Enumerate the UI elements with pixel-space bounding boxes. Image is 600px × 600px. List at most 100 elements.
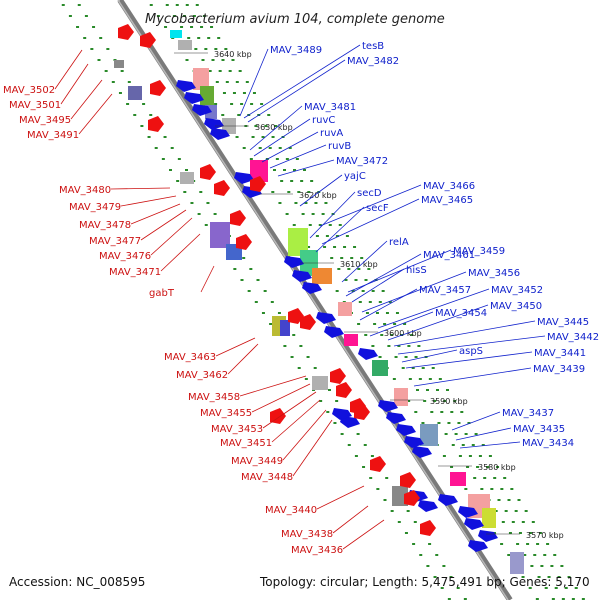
track-dot — [378, 356, 382, 358]
track-dot — [451, 444, 455, 446]
track-dot — [371, 290, 375, 292]
right-gene-label: MAV_3437 — [502, 408, 554, 419]
track-dot — [222, 92, 226, 94]
track-dot — [362, 466, 366, 468]
track-dot — [414, 356, 418, 358]
track-dot — [454, 433, 458, 435]
right-gene-label: relA — [389, 237, 409, 248]
right-leader-line — [249, 105, 303, 151]
track-dot — [283, 169, 286, 171]
track-dot — [392, 378, 396, 380]
track-dot — [261, 136, 265, 138]
track-dot — [68, 15, 72, 17]
track-dot — [417, 345, 421, 347]
track-dot — [240, 103, 244, 105]
forward-gene-arrow — [370, 456, 386, 472]
track-dot — [547, 576, 551, 578]
right-gene-label: MAV_3445 — [537, 317, 589, 328]
track-dot — [190, 202, 194, 204]
track-dot — [213, 213, 217, 215]
left-leader-line — [54, 49, 83, 90]
track-dot — [285, 213, 289, 215]
right-leader-line — [351, 268, 405, 303]
right-leader-line — [321, 198, 420, 245]
right-gene-label: aspS — [459, 346, 483, 357]
left-leader-line — [316, 485, 365, 510]
track-dot — [235, 81, 239, 83]
track-dot — [313, 367, 317, 369]
right-leader-line — [451, 411, 501, 431]
track-dot — [438, 378, 442, 380]
right-leader-line — [269, 144, 327, 169]
right-leader-line — [309, 191, 356, 239]
track-dot — [481, 444, 485, 446]
track-dot — [311, 213, 315, 215]
track-dot — [397, 521, 401, 523]
track-dot — [200, 26, 204, 28]
track-dot — [554, 587, 558, 589]
forward-gene-arrow — [140, 32, 156, 48]
gene-block — [312, 268, 332, 284]
track-dot — [401, 367, 405, 369]
track-dot — [163, 136, 167, 138]
reverse-gene-arrow — [378, 400, 398, 412]
gene-block — [312, 376, 328, 390]
track-dot — [133, 114, 137, 116]
right-gene-label: MAV_3472 — [336, 156, 388, 167]
left-leader-line — [342, 519, 385, 550]
track-dot — [221, 114, 225, 116]
track-dot — [338, 224, 342, 226]
track-dot — [500, 543, 504, 545]
track-dot — [149, 114, 153, 116]
right-gene-label: MAV_3450 — [490, 301, 542, 312]
left-leader-line — [215, 337, 256, 357]
track-dot — [507, 554, 511, 556]
track-dot — [247, 290, 251, 292]
track-dot — [204, 224, 208, 226]
right-leader-line — [387, 304, 489, 341]
right-gene-label: MAV_3465 — [421, 195, 473, 206]
track-dot — [271, 191, 275, 193]
left-gene-label: MAV_3463 — [164, 352, 216, 363]
track-dot — [314, 202, 318, 204]
track-dot — [449, 576, 453, 578]
track-dot — [231, 59, 235, 61]
track-dot — [360, 257, 364, 259]
track-dot — [497, 499, 501, 501]
gene-block — [510, 552, 524, 574]
left-gene-label: MAV_3440 — [265, 505, 317, 516]
track-dot — [383, 499, 387, 501]
track-dot — [468, 455, 472, 457]
track-dot — [267, 114, 271, 116]
track-dot — [192, 15, 196, 17]
track-dot — [564, 587, 568, 589]
track-dot — [299, 345, 303, 347]
gene-block — [250, 160, 268, 182]
track-dot — [414, 411, 418, 413]
track-dot — [165, 4, 169, 6]
reverse-gene-arrow — [412, 446, 432, 458]
track-dot — [175, 4, 179, 6]
track-dot — [97, 59, 101, 61]
track-dot — [335, 235, 339, 237]
left-gene-label: MAV_3448 — [241, 472, 293, 483]
track-dot — [104, 70, 108, 72]
track-dot — [370, 455, 374, 457]
track-dot — [214, 48, 218, 50]
track-dot — [270, 301, 274, 303]
forward-gene-arrow — [270, 408, 286, 424]
track-dot — [488, 455, 492, 457]
left-leader-line — [200, 265, 215, 293]
track-dot — [230, 103, 234, 105]
track-dot — [185, 59, 189, 61]
track-dot — [250, 103, 254, 105]
forward-gene-arrow — [330, 368, 346, 384]
right-leader-line — [361, 271, 467, 313]
right-leader-line — [345, 253, 422, 297]
track-dot — [397, 345, 401, 347]
label-leader-lines — [54, 44, 546, 550]
track-dot — [456, 587, 460, 589]
track-dot — [228, 70, 232, 72]
track-dot — [169, 169, 172, 171]
track-dot — [308, 224, 312, 226]
